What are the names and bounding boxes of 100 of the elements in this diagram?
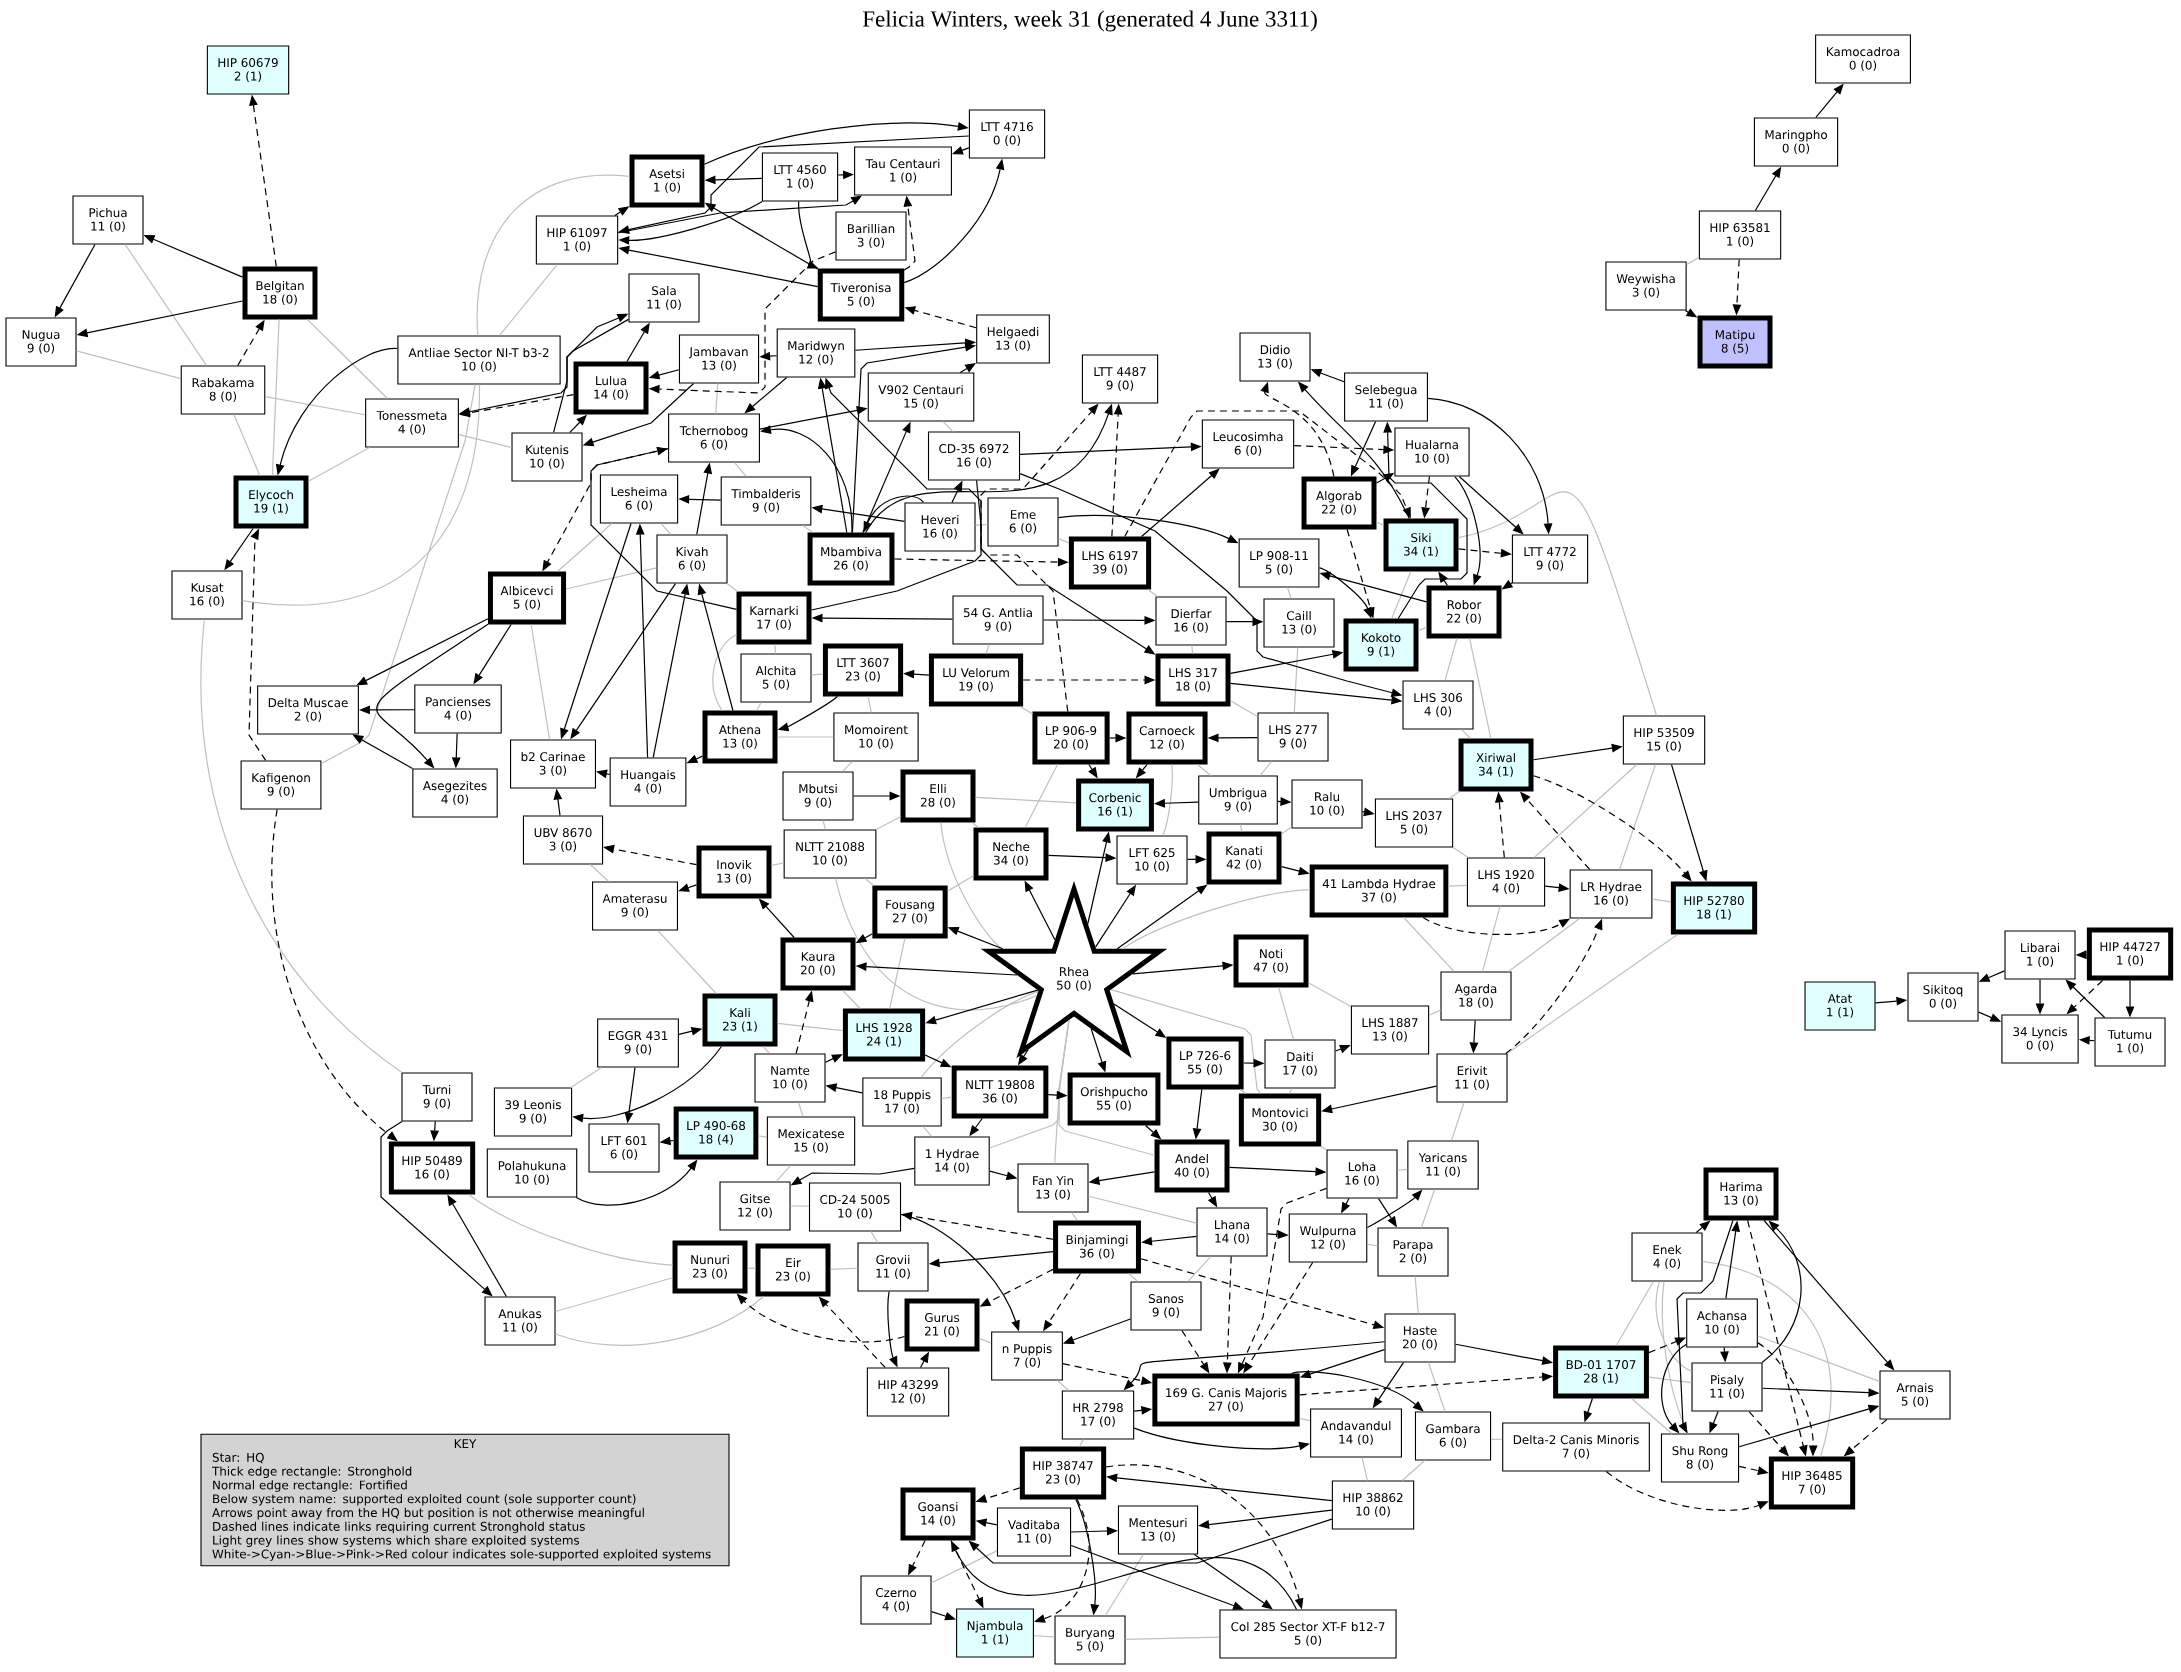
system-box: Polahukuna 10 (0)	[486, 1148, 578, 1198]
system-box: LHS 306 4 (0)	[1402, 680, 1474, 730]
link-line	[775, 1164, 791, 1183]
link-line	[978, 1338, 992, 1344]
system-box: CD-24 5005 10 (0)	[808, 1182, 902, 1232]
system-box: Njambula 1 (1)	[956, 1608, 1034, 1658]
link-line	[1320, 1145, 1328, 1151]
system-box: LR Hydrae 16 (0)	[1569, 869, 1653, 919]
link-line	[554, 1295, 765, 1346]
system-box: HIP 50489 16 (0)	[388, 1141, 476, 1195]
system-box: HIP 38862 10 (0)	[1331, 1480, 1415, 1530]
link-line	[1701, 1260, 1832, 1458]
link-line	[774, 643, 777, 655]
system-box: Gambara 6 (0)	[1414, 1411, 1492, 1461]
system-box: Kusat 16 (0)	[171, 570, 243, 620]
system-box: Kamocadroa 0 (0)	[1815, 34, 1911, 84]
system-box: NLTT 21088 10 (0)	[783, 829, 877, 879]
link-line	[1087, 1195, 1198, 1224]
system-box: Binjamingi 36 (0)	[1053, 1220, 1141, 1274]
system-box: Atat 1 (1)	[1804, 981, 1876, 1031]
system-box: LHS 277 9 (0)	[1257, 712, 1329, 762]
system-box: CD-35 6972 16 (0)	[927, 431, 1021, 481]
system-box: Col 285 Sector XT-F b12-7 5 (0)	[1219, 1609, 1397, 1659]
link-line	[1615, 1280, 1654, 1347]
link-line	[1128, 1272, 1139, 1283]
link-line	[1375, 521, 1385, 526]
system-box: Lhana 14 (0)	[1196, 1207, 1268, 1257]
link-line	[1427, 1361, 1446, 1413]
system-box: Delta-2 Canis Minoris 7 (0)	[1502, 1422, 1650, 1472]
system-box: n Puppis 7 (0)	[991, 1331, 1063, 1381]
link-line	[810, 673, 824, 676]
link-line	[530, 623, 551, 741]
link-line	[1686, 257, 1700, 265]
system-box: Tonessmeta 4 (0)	[365, 398, 459, 448]
system-box: Gitse 12 (0)	[719, 1181, 791, 1231]
arrow	[952, 146, 970, 155]
system-box: Achansa 10 (0)	[1686, 1298, 1758, 1348]
link-line	[1019, 705, 1033, 715]
link-line	[1070, 1211, 1079, 1222]
system-box: Antliae Sector NI-T b3-2 10 (0)	[397, 335, 561, 385]
link-line	[1396, 1168, 1408, 1171]
system-box: Kali 23 (1)	[702, 993, 778, 1047]
system-box: Pancienses 4 (0)	[414, 684, 502, 734]
link-line	[1187, 1255, 1212, 1283]
link-line	[556, 522, 613, 573]
system-box: HIP 63581 1 (0)	[1698, 210, 1782, 260]
system-box: Timbalderis 9 (0)	[720, 476, 812, 526]
system-box: Tutumu 1 (0)	[2094, 1017, 2166, 1067]
system-box: Kanati 42 (0)	[1206, 831, 1282, 885]
link-line	[985, 643, 990, 655]
system-box: Xiriwal 34 (1)	[1458, 738, 1534, 792]
link-line	[829, 1267, 859, 1270]
link-line	[762, 1045, 770, 1055]
arrow	[1193, 1553, 1273, 1610]
link-line	[1162, 763, 1173, 837]
system-box: Wulpurna 12 (0)	[1288, 1213, 1368, 1263]
system-box: Kaura 20 (0)	[780, 937, 856, 991]
system-box: Weywisha 3 (0)	[1605, 261, 1687, 311]
arrow	[1070, 1544, 1244, 1610]
system-box: LHS 6197 39 (0)	[1068, 536, 1152, 590]
link-line	[1452, 846, 1469, 859]
link-line	[1508, 917, 1581, 973]
link-line	[660, 522, 672, 536]
link-line	[1293, 646, 1299, 714]
system-box: HIP 36485 7 (0)	[1768, 1456, 1856, 1510]
system-box: Huangais 4 (0)	[609, 757, 687, 807]
system-box: 34 Lyncis 0 (0)	[2001, 1014, 2079, 1064]
system-box: Tau Centauri 1 (0)	[854, 146, 952, 196]
link-line	[1414, 1275, 1419, 1315]
system-box: HIP 44727 1 (0)	[2086, 927, 2174, 981]
system-box: Gurus 21 (0)	[904, 1298, 980, 1352]
link-line	[320, 383, 476, 765]
system-box: Goansi 14 (0)	[900, 1487, 976, 1541]
system-box: NLTT 19808 36 (0)	[951, 1065, 1049, 1119]
system-box: Sala 11 (0)	[628, 273, 700, 323]
system-box: Andel 40 (0)	[1154, 1139, 1230, 1193]
link-line	[1056, 1379, 1070, 1392]
system-box: Yaricans 11 (0)	[1407, 1140, 1479, 1190]
system-box: b2 Carinae 3 (0)	[510, 739, 596, 789]
link-line	[940, 821, 1004, 950]
link-line	[1110, 989, 1262, 1095]
system-box: Mbutsi 9 (0)	[782, 771, 854, 821]
link-line	[755, 701, 762, 712]
link-line	[715, 382, 719, 415]
system-box: HIP 43299 12 (0)	[866, 1367, 950, 1417]
link-line	[200, 618, 403, 1074]
system-box: Montovici 30 (0)	[1238, 1093, 1322, 1147]
system-box: LP 908-11 5 (0)	[1238, 538, 1320, 588]
system-box: 39 Leonis 9 (0)	[493, 1087, 573, 1137]
system-box: LTT 4560 1 (0)	[761, 152, 839, 202]
link-line	[789, 1205, 810, 1207]
link-line	[1033, 1635, 1056, 1638]
system-box: HIP 60679 2 (1)	[206, 45, 290, 95]
arrow	[930, 1610, 956, 1621]
system-box: Pisaly 11 (0)	[1691, 1362, 1763, 1412]
link-line	[1391, 570, 1412, 620]
link-line	[458, 434, 513, 449]
system-box: UBV 8670 3 (0)	[522, 815, 604, 865]
link-line	[1506, 933, 1679, 1055]
title: Felicia Winters, week 31 (generated 4 June 3311)	[862, 10, 1317, 32]
